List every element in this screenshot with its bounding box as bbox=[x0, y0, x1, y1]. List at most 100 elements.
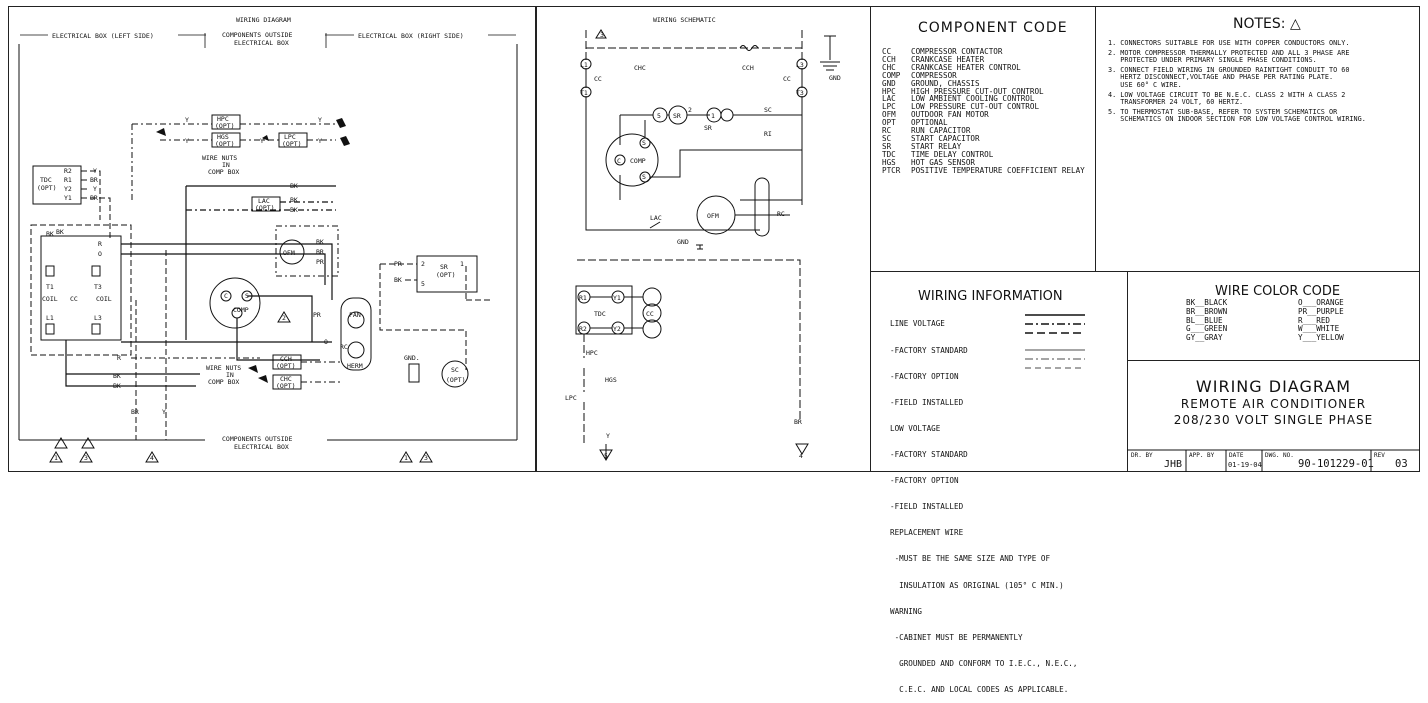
svg-text:2: 2 bbox=[688, 106, 692, 114]
svg-text:HGS: HGS bbox=[605, 376, 617, 384]
svg-text:COIL: COIL bbox=[42, 295, 58, 303]
component-code-title: COMPONENT CODE bbox=[918, 20, 1068, 36]
compressor-symbol bbox=[209, 277, 261, 329]
svg-text:SR: SR bbox=[704, 124, 712, 132]
component-code-desc: POSITIVE TEMPERATURE COEFFICIENT RELAY bbox=[911, 165, 1085, 175]
svg-text:CC: CC bbox=[646, 310, 654, 318]
svg-text:GND.: GND. bbox=[404, 354, 420, 362]
component-code-abbr: PTCR bbox=[882, 165, 901, 175]
warning-triangle-icon: △ bbox=[1289, 16, 1301, 32]
svg-text:BK: BK bbox=[394, 276, 402, 284]
component-code-desc: OPTIONAL bbox=[911, 118, 948, 128]
svg-text:TDC: TDC bbox=[40, 176, 52, 184]
svg-text:1: 1 bbox=[404, 454, 408, 462]
svg-text:COMP BOX: COMP BOX bbox=[208, 168, 239, 176]
svg-text:BK: BK bbox=[46, 230, 54, 238]
svg-text:L1: L1 bbox=[580, 61, 588, 69]
svg-text:COMP BOX: COMP BOX bbox=[208, 378, 239, 386]
svg-text:C: C bbox=[224, 292, 228, 300]
svg-text:COMP: COMP bbox=[233, 306, 249, 314]
rev-value: 03 bbox=[1395, 458, 1408, 470]
svg-text:(OPT): (OPT) bbox=[215, 122, 235, 130]
wire-color-entry: PR__PURPLE bbox=[1298, 306, 1344, 316]
svg-text:COMPONENTS OUTSIDE: COMPONENTS OUTSIDE bbox=[222, 435, 293, 443]
svg-text:Y: Y bbox=[260, 137, 264, 145]
wire-color-entry: BL__BLUE bbox=[1186, 315, 1223, 325]
svg-text:BR: BR bbox=[794, 418, 802, 426]
note-item: 2. MOTOR COMPRESSOR THERMALLY PROTECTED … bbox=[1108, 48, 1350, 65]
svg-text:PR: PR bbox=[394, 260, 402, 268]
svg-text:4: 4 bbox=[150, 454, 154, 462]
svg-text:Y: Y bbox=[318, 137, 322, 145]
svg-text:1: 1 bbox=[460, 260, 464, 268]
svg-text:(OPT): (OPT) bbox=[276, 362, 296, 370]
rev-label: REV bbox=[1374, 452, 1385, 459]
svg-text:R2: R2 bbox=[64, 167, 72, 175]
svg-text:Y2: Y2 bbox=[64, 185, 72, 193]
svg-text:BK: BK bbox=[290, 196, 298, 204]
component-code-desc: TIME DELAY CONTROL bbox=[911, 149, 994, 159]
svg-text:BR: BR bbox=[90, 176, 98, 184]
component-code-desc: START RELAY bbox=[911, 141, 962, 151]
title-block-grid bbox=[1127, 449, 1420, 472]
note-item: 5. TO THERMOSTAT SUB-BASE, REFER TO SYST… bbox=[1108, 107, 1366, 124]
dwg-label: DWG. NO. bbox=[1265, 452, 1294, 459]
svg-text:R: R bbox=[98, 240, 102, 248]
svg-text:(OPT): (OPT) bbox=[215, 140, 235, 148]
svg-text:5: 5 bbox=[421, 280, 425, 288]
svg-text:IN: IN bbox=[226, 371, 234, 379]
component-code-abbr: SC bbox=[882, 133, 892, 143]
title-line-1: WIRING DIAGRAM bbox=[1195, 377, 1352, 396]
svg-text:CC: CC bbox=[70, 295, 78, 303]
wire-color-entry: BR__BROWN bbox=[1186, 306, 1228, 316]
svg-text:R1: R1 bbox=[579, 294, 587, 302]
component-code-desc: START CAPACITOR bbox=[911, 133, 980, 143]
svg-text:ELECTRICAL BOX: ELECTRICAL BOX bbox=[234, 39, 289, 47]
svg-text:3: 3 bbox=[600, 31, 604, 39]
component-code-abbr: TDC bbox=[882, 149, 896, 159]
svg-text:BK: BK bbox=[316, 238, 324, 246]
svg-text:RC: RC bbox=[340, 343, 348, 351]
date-value: 01-19-04 bbox=[1228, 461, 1262, 469]
component-code-abbr: CC bbox=[882, 47, 892, 56]
note-item: 1. CONNECTORS SUITABLE FOR USE WITH COPP… bbox=[1108, 39, 1350, 47]
component-code-abbr: GND bbox=[882, 78, 896, 88]
svg-text:2: 2 bbox=[421, 260, 425, 268]
svg-text:OFM: OFM bbox=[707, 212, 719, 220]
component-code-abbr: OFM bbox=[882, 110, 896, 120]
component-code-desc: HIGH PRESSURE CUT-OUT CONTROL bbox=[911, 86, 1044, 96]
wire-color-entry: Y___YELLOW bbox=[1298, 333, 1344, 343]
svg-text:CC: CC bbox=[594, 75, 602, 83]
start-capacitor bbox=[441, 360, 469, 388]
wire-color-entry: GY__GRAY bbox=[1186, 333, 1223, 343]
date-label: DATE bbox=[1229, 452, 1244, 459]
svg-text:1: 1 bbox=[711, 112, 715, 120]
svg-text:CHC: CHC bbox=[280, 375, 292, 383]
svg-text:(OPT): (OPT) bbox=[255, 204, 275, 212]
svg-text:(OPT): (OPT) bbox=[37, 184, 57, 192]
note-item: 3. CONNECT FIELD WIRING IN GROUNDED RAIN… bbox=[1108, 65, 1350, 89]
svg-text:FAN: FAN bbox=[349, 311, 361, 319]
component-code-abbr: LAC bbox=[882, 94, 896, 104]
svg-text:Y: Y bbox=[606, 432, 610, 440]
dr-by-label: DR. BY bbox=[1131, 452, 1153, 459]
svg-text:CC: CC bbox=[783, 75, 791, 83]
notes-title: NOTES: △ bbox=[1233, 16, 1301, 32]
svg-text:COMPONENTS OUTSIDE: COMPONENTS OUTSIDE bbox=[222, 31, 293, 39]
svg-text:WIRE NUTS: WIRE NUTS bbox=[202, 154, 237, 162]
component-code-desc: CRANKCASE HEATER bbox=[911, 54, 985, 64]
svg-text:5: 5 bbox=[657, 112, 661, 120]
svg-text:4: 4 bbox=[799, 452, 803, 460]
notes-list: 1. CONNECTORS SUITABLE FOR USE WITH COPP… bbox=[1108, 39, 1416, 126]
note-item: 4. LOW VOLTAGE CIRCUIT TO BE N.E.C. CLAS… bbox=[1108, 90, 1346, 107]
title-block-panel bbox=[1127, 360, 1420, 472]
svg-text:HPC: HPC bbox=[586, 349, 598, 357]
component-code-desc: LOW AMBIENT COOLING CONTROL bbox=[911, 94, 1035, 104]
svg-text:R2: R2 bbox=[579, 325, 587, 333]
svg-text:Y2: Y2 bbox=[613, 325, 621, 333]
svg-text:(OPT): (OPT) bbox=[282, 140, 302, 148]
left-box-label: ELECTRICAL BOX (LEFT SIDE) bbox=[52, 32, 154, 40]
